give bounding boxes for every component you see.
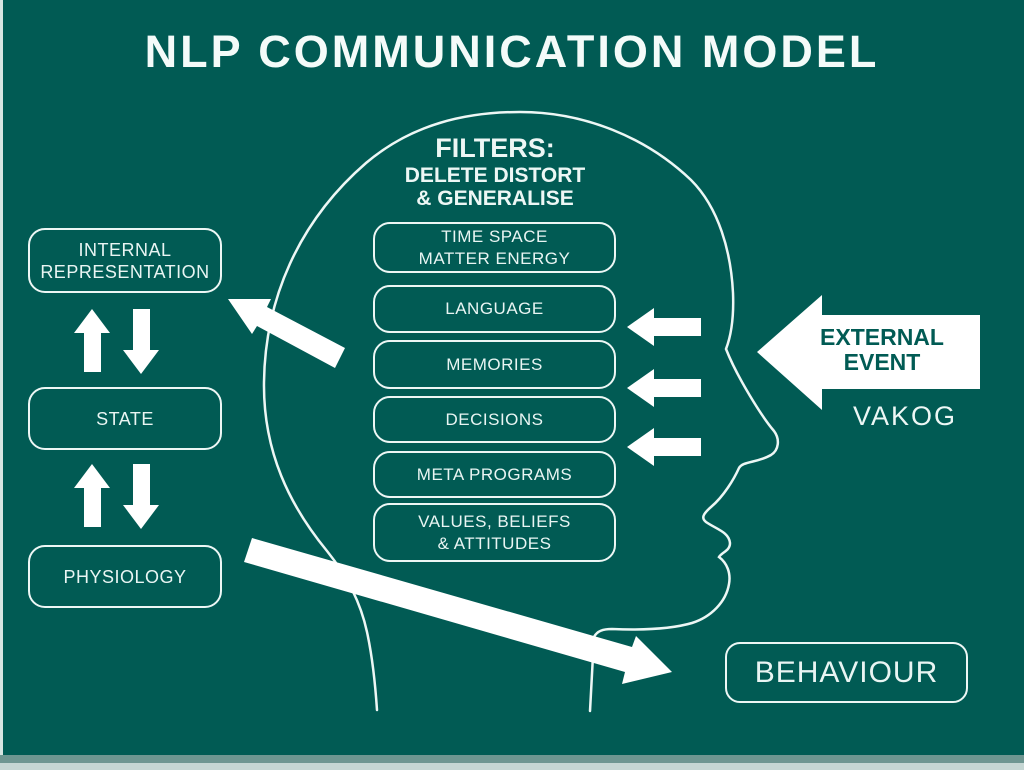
- state-label: STATE: [96, 408, 154, 429]
- left-edge-strip: [0, 0, 3, 770]
- filter-box-decisions: DECISIONS: [373, 396, 616, 443]
- filter-box-language: LANGUAGE: [373, 285, 616, 333]
- filters-heading-line3: & GENERALISE: [416, 187, 574, 210]
- down-arrow-state-to-physiology: [123, 464, 159, 529]
- state-box: STATE: [28, 387, 222, 450]
- filter-box-label: DECISIONS: [445, 409, 544, 429]
- internal-representation-box: INTERNAL REPRESENTATION: [28, 228, 222, 293]
- filter-box-meta-programs: META PROGRAMS: [373, 451, 616, 498]
- filters-to-ir-arrow: [228, 299, 345, 368]
- internal-representation-label: REPRESENTATION: [40, 261, 210, 282]
- filter-box-memories: MEMORIES: [373, 340, 616, 389]
- page-title: NLP COMMUNICATION MODEL: [144, 26, 880, 77]
- input-arrow-2-icon: [627, 369, 701, 407]
- external-event-label: EXTERNAL EVENT: [792, 325, 972, 375]
- filters-heading: FILTERS: DELETE DISTORT & GENERALISE: [354, 133, 636, 210]
- filters-heading-line1: FILTERS:: [435, 133, 555, 163]
- vakog-label: VAKOG: [852, 401, 958, 431]
- external-event-arrow: [757, 295, 980, 410]
- internal-representation-label: INTERNAL: [78, 239, 172, 260]
- physiology-label: PHYSIOLOGY: [63, 566, 187, 587]
- external-event-line1: EXTERNAL: [820, 324, 944, 350]
- filter-box-label: MEMORIES: [446, 354, 543, 374]
- external-event-line2: EVENT: [843, 349, 921, 375]
- up-arrow-physiology-to-state: [74, 464, 110, 527]
- head-profile-outline: [262, 110, 780, 713]
- to-behaviour-arrow: [244, 538, 672, 684]
- filter-box-label: VALUES, BELIEFS: [418, 511, 571, 531]
- up-arrow-state-to-ir: [74, 309, 110, 372]
- filter-box-values-beliefs-attitudes: VALUES, BELIEFS & ATTITUDES: [373, 503, 616, 562]
- physiology-box: PHYSIOLOGY: [28, 545, 222, 608]
- filter-box-label: MATTER ENERGY: [418, 248, 571, 268]
- down-arrow-ir-to-state: [123, 309, 159, 374]
- behaviour-label: BEHAVIOUR: [754, 655, 939, 689]
- filters-heading-line2: DELETE DISTORT: [404, 164, 586, 187]
- filter-box-time-space-matter-energy: TIME SPACE MATTER ENERGY: [373, 222, 616, 273]
- filter-box-label: & ATTITUDES: [437, 533, 552, 553]
- filter-box-label: META PROGRAMS: [416, 464, 573, 484]
- bottom-edge-strip: [0, 755, 1024, 763]
- filter-box-label: TIME SPACE: [441, 226, 548, 246]
- behaviour-box: BEHAVIOUR: [725, 642, 968, 703]
- bottom-edge-strip-light: [0, 763, 1024, 770]
- input-arrow-3-icon: [627, 428, 701, 466]
- filter-box-label: LANGUAGE: [445, 299, 544, 318]
- input-arrow-1-icon: [627, 308, 701, 346]
